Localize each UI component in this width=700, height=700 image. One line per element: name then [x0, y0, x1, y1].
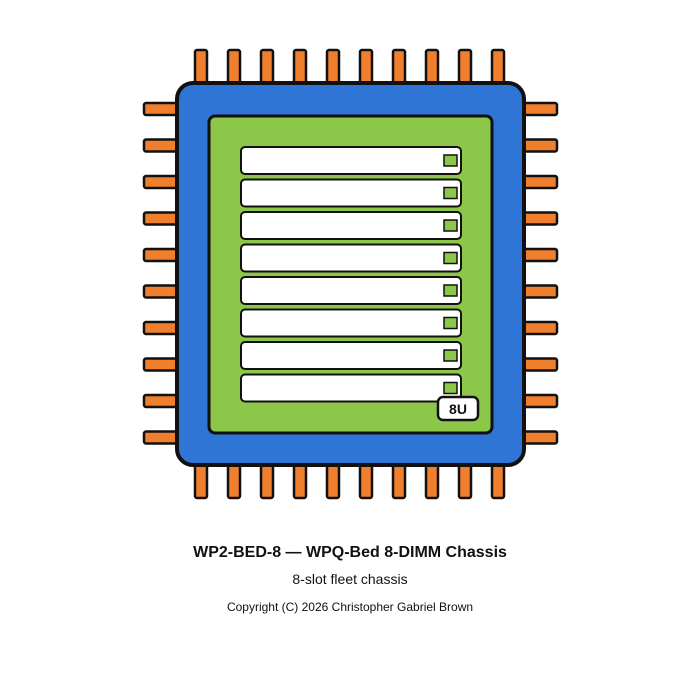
pin-left: [142, 174, 182, 190]
pin-bottom: [226, 460, 242, 500]
unit-badge-label: 8U: [449, 401, 467, 417]
pin-bottom: [391, 460, 407, 500]
dimm-slot: [240, 276, 462, 305]
dimm-slot: [240, 341, 462, 370]
pin-left: [142, 138, 182, 153]
pin-left: [142, 284, 182, 299]
pin-bottom: [424, 460, 440, 500]
status-led-icon: [443, 154, 458, 167]
pin-right: [519, 430, 559, 445]
pin-left: [142, 393, 182, 409]
slots-group: [240, 146, 462, 403]
pin-top: [193, 48, 209, 88]
status-led-icon: [443, 316, 458, 330]
pin-right: [519, 320, 559, 336]
dimm-slot: [240, 308, 462, 338]
pin-top: [391, 48, 407, 88]
dimm-slot: [240, 211, 462, 240]
pin-top: [292, 48, 308, 88]
pin-top: [424, 48, 440, 88]
pin-bottom: [457, 460, 473, 500]
pin-right: [519, 357, 559, 372]
dimm-slot: [240, 178, 462, 208]
pin-right: [519, 393, 559, 409]
pin-right: [519, 174, 559, 190]
pin-right: [519, 101, 559, 117]
pin-right: [519, 247, 559, 263]
copyright-notice: Copyright (C) 2026 Christopher Gabriel B…: [226, 600, 474, 614]
pin-top: [226, 48, 242, 88]
status-led-icon: [443, 381, 458, 395]
pin-left: [142, 320, 182, 336]
status-led-icon: [443, 219, 458, 232]
status-led-icon: [443, 349, 458, 362]
pin-bottom: [259, 460, 275, 500]
pin-right: [519, 138, 559, 153]
pin-left: [142, 430, 182, 445]
pin-left: [142, 247, 182, 263]
dimm-slot: [240, 146, 462, 175]
status-led-icon: [443, 251, 458, 265]
dimm-slot: [240, 243, 462, 273]
pin-left: [142, 211, 182, 226]
pin-bottom: [358, 460, 374, 500]
pin-top: [358, 48, 374, 88]
pin-top: [457, 48, 473, 88]
pin-bottom: [292, 460, 308, 500]
pin-top: [490, 48, 506, 88]
pin-right: [519, 211, 559, 226]
status-led-icon: [443, 186, 458, 200]
pin-top: [259, 48, 275, 88]
pin-bottom: [193, 460, 209, 500]
pin-bottom: [490, 460, 506, 500]
pin-bottom: [325, 460, 341, 500]
status-led-icon: [443, 284, 458, 297]
diagram-subtitle: 8-slot fleet chassis: [292, 571, 408, 587]
pin-left: [142, 357, 182, 372]
pin-left: [142, 101, 182, 117]
pin-right: [519, 284, 559, 299]
diagram-title: WP2-BED-8 — WPQ-Bed 8-DIMM Chassis: [193, 544, 507, 561]
unit-badge: 8U: [436, 395, 480, 422]
pin-top: [325, 48, 341, 88]
dimm-slot: [240, 373, 462, 403]
